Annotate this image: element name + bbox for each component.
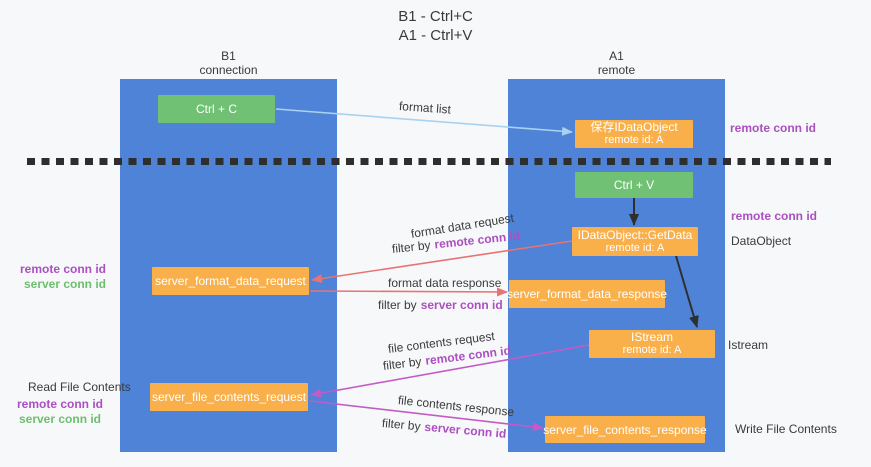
label-conn-ids-left-file: remote conn id server conn id [14,397,106,427]
node-server-format-data-response-label: server_format_data_response [506,287,668,301]
node-idataobject-getdata: IDataObject::GetData remote id: A [572,227,698,256]
title-line-a1: A1 - Ctrl+V [398,27,473,44]
edge-label-file-contents-response: file contents response [397,393,515,420]
node-ctrl-c-label: Ctrl + C [195,102,237,116]
node-save-idataobject-line2: remote id: A [604,134,664,146]
node-server-file-contents-request-label: server_file_contents_request [151,390,307,404]
label-remote-conn-id-left-1: remote conn id [19,262,106,276]
label-read-file-contents: Read File Contents [28,380,131,394]
node-istream: IStream remote id: A [589,330,715,358]
label-write-file-contents: Write File Contents [735,422,837,436]
label-remote-conn-id-top-right: remote conn id [730,121,817,135]
node-save-idataobject: 保存IDataObject remote id: A [575,120,693,148]
node-server-file-contents-response: server_file_contents_response [543,416,707,443]
node-server-format-data-response: server_format_data_response [506,280,668,308]
label-remote-conn-id-left-2: remote conn id [16,397,103,411]
node-server-format-data-request-label: server_format_data_request [155,274,306,288]
node-ctrl-v-label: Ctrl + V [613,178,655,192]
lane-a1-name: A1 [609,49,624,63]
node-istream-line2: remote id: A [622,344,682,356]
title-line-b1: B1 - Ctrl+C [398,8,473,25]
label-conn-ids-left-format: remote conn id server conn id [14,262,106,292]
node-server-file-contents-request: server_file_contents_request [150,383,308,411]
label-server-conn-id-left-1: server conn id [23,277,106,291]
label-dataobject: DataObject [731,234,792,248]
node-getdata-line2: remote id: A [605,241,665,254]
lane-header-a1: A1 remote [508,49,725,77]
node-istream-line1: IStream [630,330,673,344]
edge-label-format-list: format list [398,99,452,117]
label-server-conn-id-left-2: server conn id [18,412,102,426]
edge-label-format-data-response: format data response [388,276,502,290]
label-remote-conn-id-mid-right: remote conn id [731,209,818,223]
node-server-file-contents-response-label: server_file_contents_response [543,422,707,437]
node-server-format-data-request: server_format_data_request [152,267,309,295]
lane-b1-name: B1 [221,49,236,63]
node-save-idataobject-line1: 保存IDataObject [590,120,678,134]
label-istream: Istream [728,338,769,352]
diagram-title: B1 - Ctrl+C A1 - Ctrl+V [0,7,871,45]
node-getdata-line1: IDataObject::GetData [577,227,693,242]
lane-header-b1: B1 connection [120,49,337,77]
node-ctrl-v: Ctrl + V [575,172,693,198]
lane-b1-role: connection [199,63,258,77]
session-divider-dashed-line [27,158,831,165]
lane-a1-role: remote [597,63,636,77]
arrow-format-data-response [309,287,508,297]
node-ctrl-c: Ctrl + C [158,95,275,123]
